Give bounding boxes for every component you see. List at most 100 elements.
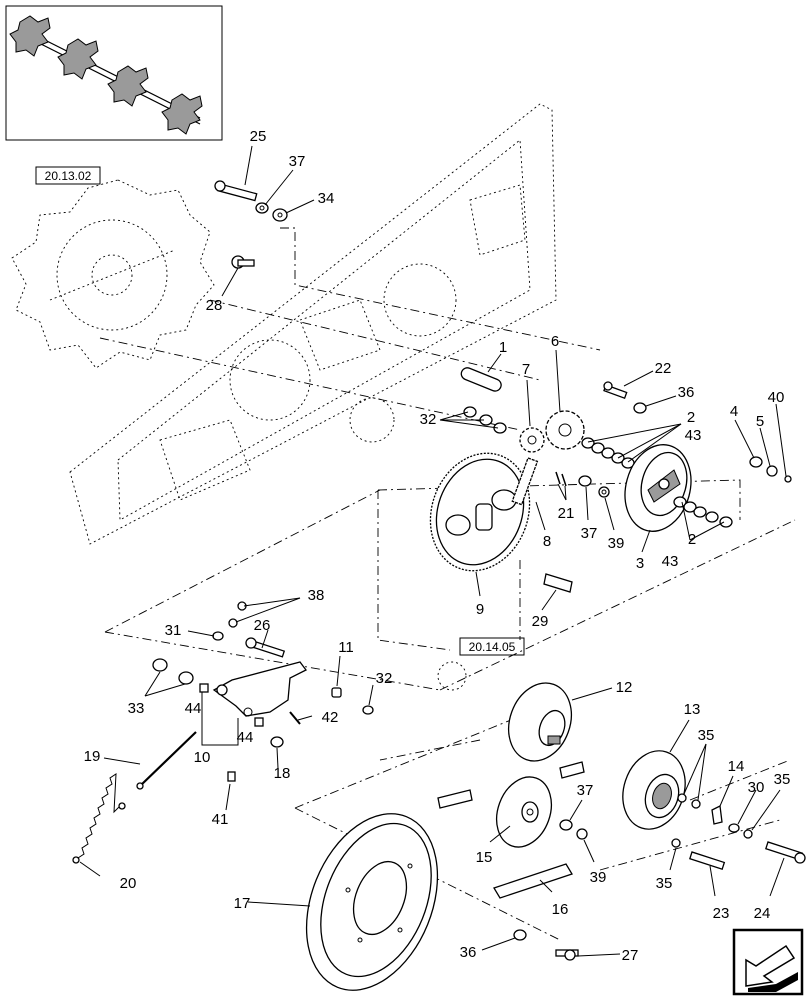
callout-39a: 39	[608, 535, 625, 552]
callout-16: 16	[552, 901, 569, 918]
pins-21[interactable]	[555, 471, 567, 487]
washers-38[interactable]	[228, 601, 247, 628]
callout-41: 41	[212, 811, 229, 828]
previous-page-arrow-icon[interactable]	[732, 928, 804, 996]
rotor-star-outline	[11, 179, 215, 369]
callout-19: 19	[84, 748, 101, 765]
callout-27: 27	[622, 947, 639, 964]
washer-32b[interactable]	[362, 705, 374, 715]
callout-10: 10	[194, 749, 211, 766]
bolt-24[interactable]	[765, 841, 806, 864]
washers-32[interactable]	[463, 406, 507, 434]
callout-8: 8	[543, 533, 551, 550]
callout-20: 20	[120, 875, 137, 892]
callout-42: 42	[322, 709, 339, 726]
nut-39b[interactable]	[576, 828, 588, 840]
callout-29: 29	[532, 613, 549, 630]
callout-35a: 35	[698, 727, 715, 744]
key-b[interactable]	[437, 789, 473, 809]
pulley-17[interactable]	[282, 794, 462, 1000]
spring-20[interactable]	[72, 773, 126, 864]
bolt-28[interactable]	[231, 255, 255, 269]
callout-4: 4	[730, 403, 738, 420]
callout-9: 9	[476, 601, 484, 618]
washers-2-43a[interactable]	[581, 437, 635, 469]
callout-34: 34	[318, 190, 335, 207]
leader-lines	[79, 145, 787, 957]
callout-32b: 32	[376, 670, 393, 687]
bolt-25[interactable]	[214, 180, 258, 202]
washers-2-43b[interactable]	[673, 496, 733, 528]
hub-13[interactable]	[613, 743, 695, 838]
washer-36b[interactable]	[513, 929, 527, 941]
washer-37a[interactable]	[255, 202, 269, 214]
svg-text:20.13.02: 20.13.02	[45, 169, 92, 183]
callout-43a: 43	[685, 427, 702, 444]
key-a[interactable]	[559, 761, 585, 779]
pulley-15[interactable]	[487, 769, 560, 854]
lever-10[interactable]	[212, 661, 307, 717]
sprocket-ref	[437, 661, 467, 691]
callout-15: 15	[476, 849, 493, 866]
key-29[interactable]	[543, 573, 573, 593]
callout-28: 28	[206, 297, 223, 314]
callout-6: 6	[551, 333, 559, 350]
nuts-35a[interactable]	[677, 793, 701, 809]
fitting-40[interactable]	[784, 475, 792, 483]
bolt-22[interactable]	[603, 381, 628, 399]
shaft-assembly-inset	[5, 5, 223, 141]
callout-31: 31	[165, 622, 182, 639]
callout-24: 24	[754, 905, 771, 922]
pin-42[interactable]	[289, 711, 301, 725]
washer-4[interactable]	[749, 456, 763, 468]
washer-18[interactable]	[270, 736, 284, 748]
belt-key-16[interactable]	[493, 863, 573, 899]
rod-19[interactable]	[136, 731, 197, 790]
callout-32a: 32	[420, 411, 437, 428]
callout-25: 25	[250, 128, 267, 145]
callout-44a: 44	[185, 700, 202, 717]
frame-outline	[69, 103, 557, 545]
washer-36a[interactable]	[633, 402, 647, 414]
bolt-26[interactable]	[245, 637, 286, 658]
callout-37a: 37	[289, 153, 306, 170]
nut-5[interactable]	[766, 465, 778, 477]
pin-1[interactable]	[460, 366, 503, 393]
callout-35b: 35	[656, 875, 673, 892]
bushing-11[interactable]	[331, 687, 342, 698]
reference-box-a[interactable]: 20.13.02	[35, 166, 101, 185]
nut-39a[interactable]	[598, 486, 610, 498]
washer-37c[interactable]	[559, 819, 573, 831]
nut-35c[interactable]	[743, 829, 753, 839]
washer-37b[interactable]	[578, 475, 592, 487]
sprocket-6[interactable]	[545, 410, 585, 450]
callout-38: 38	[308, 587, 325, 604]
bolt-27[interactable]	[555, 949, 579, 961]
callout-43b: 43	[662, 553, 679, 570]
reference-box-b[interactable]: 20.14.05	[459, 637, 525, 656]
pulley-12[interactable]	[498, 674, 582, 770]
nut-35b[interactable]	[671, 838, 681, 848]
clip-14[interactable]	[711, 805, 723, 825]
pin-41[interactable]	[227, 771, 236, 782]
callout-18: 18	[274, 765, 291, 782]
callout-7: 7	[522, 361, 530, 378]
callout-22: 22	[655, 360, 672, 377]
callout-1: 1	[499, 339, 507, 356]
washer-31[interactable]	[212, 631, 224, 641]
callout-37b: 37	[581, 525, 598, 542]
callout-23: 23	[713, 905, 730, 922]
callout-labels: 25 37 34 28 1 32 7 6 22 36 2 43 4 5 40 2…	[84, 128, 791, 964]
gear-9[interactable]	[414, 439, 545, 585]
bushings-44[interactable]	[199, 683, 264, 727]
callout-11: 11	[338, 639, 354, 656]
callout-2b: 2	[688, 531, 696, 548]
bolt-23[interactable]	[689, 851, 726, 870]
callout-12: 12	[616, 679, 633, 696]
washer-34[interactable]	[272, 208, 288, 222]
chain-8[interactable]	[511, 457, 539, 506]
washers-33[interactable]	[152, 658, 194, 685]
callout-30: 30	[748, 779, 765, 796]
washer-30[interactable]	[728, 823, 740, 833]
sprocket-7[interactable]	[519, 427, 545, 453]
